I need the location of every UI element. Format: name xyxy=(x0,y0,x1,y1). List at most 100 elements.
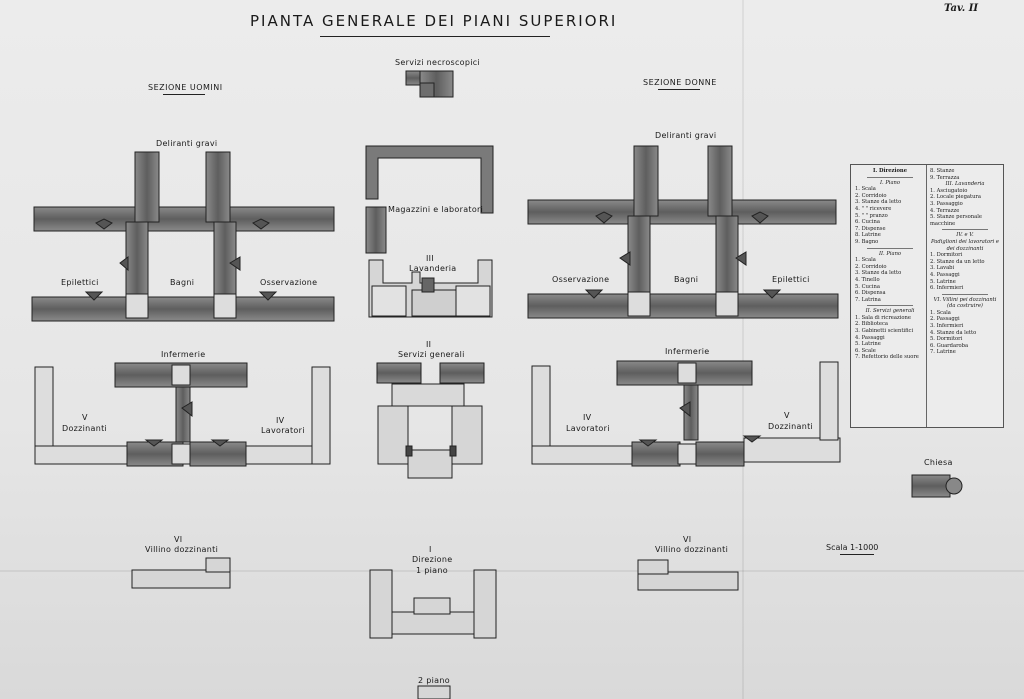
legend-item: 4. Stanze da letto xyxy=(930,329,977,336)
legend-subheading: VI. Villini pei dozzinanti xyxy=(933,296,997,303)
legend-item: 3. Gabinetti scientifici xyxy=(855,328,914,335)
legend-item: 2. Locale piegatura xyxy=(930,194,982,201)
legend-item: 3. Passaggio xyxy=(930,200,963,207)
legend-subheading: II. Piano xyxy=(878,250,902,257)
legend-subheading: IV. e V. xyxy=(956,232,974,239)
legend-item: 6. Dispensa xyxy=(855,290,886,297)
legend-item: 6. Guardaroba xyxy=(930,342,969,349)
legend-item: 7. Dispense xyxy=(855,225,886,232)
legend-rule xyxy=(942,229,988,231)
label-direzione-floor: 1 piano xyxy=(416,566,448,575)
pavilions-right-building xyxy=(531,360,841,467)
label-servizi-num: II xyxy=(426,340,432,349)
villino-left-building xyxy=(131,557,231,589)
legend-subheading: I. Piano xyxy=(879,179,901,186)
label-necroscopici: Servizi necroscopici xyxy=(395,58,480,67)
legend-item: 3. Stanze da letto xyxy=(855,199,902,206)
label-infermerie-left: Infermerie xyxy=(161,350,206,359)
label-osservazione-left: Osservazione xyxy=(260,278,318,287)
legend-divider xyxy=(926,165,927,427)
legend-item: 7. Latrina xyxy=(855,296,881,303)
legend-item: 7. Refettorio delle suore xyxy=(855,354,919,361)
section-women-underline xyxy=(658,89,700,90)
label-bagni-left: Bagni xyxy=(170,278,195,287)
legend-item: 4. Passaggi xyxy=(855,334,885,341)
legend-item: 5. Cucina xyxy=(855,283,880,290)
label-vi-left: Villino dozzinanti xyxy=(145,545,219,554)
direzione-2-piano-building xyxy=(417,685,451,699)
deliranti-right-building xyxy=(527,145,839,319)
legend-item: 2. Stanze da un letto xyxy=(930,258,985,265)
label-epilettici-right: Epilettici xyxy=(772,275,810,284)
legend-item: 1. Scala xyxy=(855,257,876,264)
legend-item: 6. Cucina xyxy=(855,219,880,226)
legend-item: 5. " " pranzo xyxy=(855,212,888,219)
necro-building xyxy=(405,70,454,98)
label-vi-left-num: VI xyxy=(174,535,183,544)
legend-item: 5. Stanze personale xyxy=(930,214,982,221)
legend-subheading: II. Servizi generali xyxy=(865,308,915,315)
legend-item: 1. Asciugatoio xyxy=(930,187,968,194)
legend-item: macchine xyxy=(930,220,956,227)
label-vi-right: Villino dozzinanti xyxy=(655,545,729,554)
legend-item: 2. Biblioteca xyxy=(855,321,888,328)
legend-item: 8. Latrine xyxy=(855,232,881,239)
paper-fold-vertical xyxy=(742,0,744,699)
label-direzione-num: I xyxy=(429,545,432,554)
paper-fold-horizontal xyxy=(0,570,1024,572)
label-servizi: Servizi generali xyxy=(398,350,465,359)
label-iv-right: Lavoratori xyxy=(566,424,610,433)
legend-subheading: (da costruire) xyxy=(947,303,983,310)
label-infermerie-right: Infermerie xyxy=(665,347,710,356)
label-v-left: Dozzinanti xyxy=(62,424,108,433)
legend-item: 3. Infermieri xyxy=(930,323,964,330)
scale-label: Scala 1-1000 xyxy=(826,543,879,552)
section-men-label: SEZIONE UOMINI xyxy=(148,83,223,92)
magazzini-building xyxy=(365,145,494,254)
legend-subheading: III. Lavanderia xyxy=(945,181,985,188)
label-magazzini: Magazzini e laboratori xyxy=(388,205,484,214)
legend-item: 8. Stanze xyxy=(930,168,955,174)
label-lavanderia: Lavanderia xyxy=(409,264,457,273)
legend-heading: I. Direzione xyxy=(873,168,907,174)
legend-item: 4. " " ricevere xyxy=(855,205,892,212)
legend-item: 5. Latrine xyxy=(930,278,956,285)
pavilions-left-building xyxy=(34,362,331,467)
label-osservazione-right: Osservazione xyxy=(552,275,610,284)
legend-rule xyxy=(867,176,913,178)
direzione-building xyxy=(369,569,497,639)
legend-item: 4. Terrazze xyxy=(930,207,960,214)
servizi-generali-building xyxy=(376,362,485,479)
plan-title: PIANTA GENERALE DEI PIANI SUPERIORI xyxy=(250,12,618,30)
label-iv-left-num: IV xyxy=(276,416,285,425)
lavanderia-building xyxy=(368,259,493,318)
villino-right-building xyxy=(637,559,739,591)
legend-item: 2. Corridoio xyxy=(855,192,887,199)
label-secondo-piano: 2 piano xyxy=(418,676,450,685)
legend-item: 4. Tinello xyxy=(855,276,880,283)
label-chiesa: Chiesa xyxy=(924,458,953,467)
legend-item: 2. Corridoio xyxy=(855,263,887,270)
legend-item: 4. Passaggi xyxy=(930,271,960,278)
legend-subheading: Padiglioni dei lavoratori e dei dozzinan… xyxy=(931,238,999,252)
legend-item: 1. Scala xyxy=(930,309,951,316)
legend-item: 6. Infermieri xyxy=(930,285,964,292)
plate-number: Tav. II xyxy=(944,3,979,14)
legend-item: 3. Stanze da letto xyxy=(855,270,902,277)
label-epilettici-left: Epilettici xyxy=(61,278,99,287)
legend-rule xyxy=(867,247,913,249)
label-direzione: Direzione xyxy=(412,555,453,564)
label-iv-right-num: IV xyxy=(583,413,592,422)
label-vi-right-num: VI xyxy=(683,535,692,544)
legend-item: 5. Dormitori xyxy=(930,336,963,343)
label-v-left-num: V xyxy=(82,413,88,422)
label-v-right-num: V xyxy=(784,411,790,420)
